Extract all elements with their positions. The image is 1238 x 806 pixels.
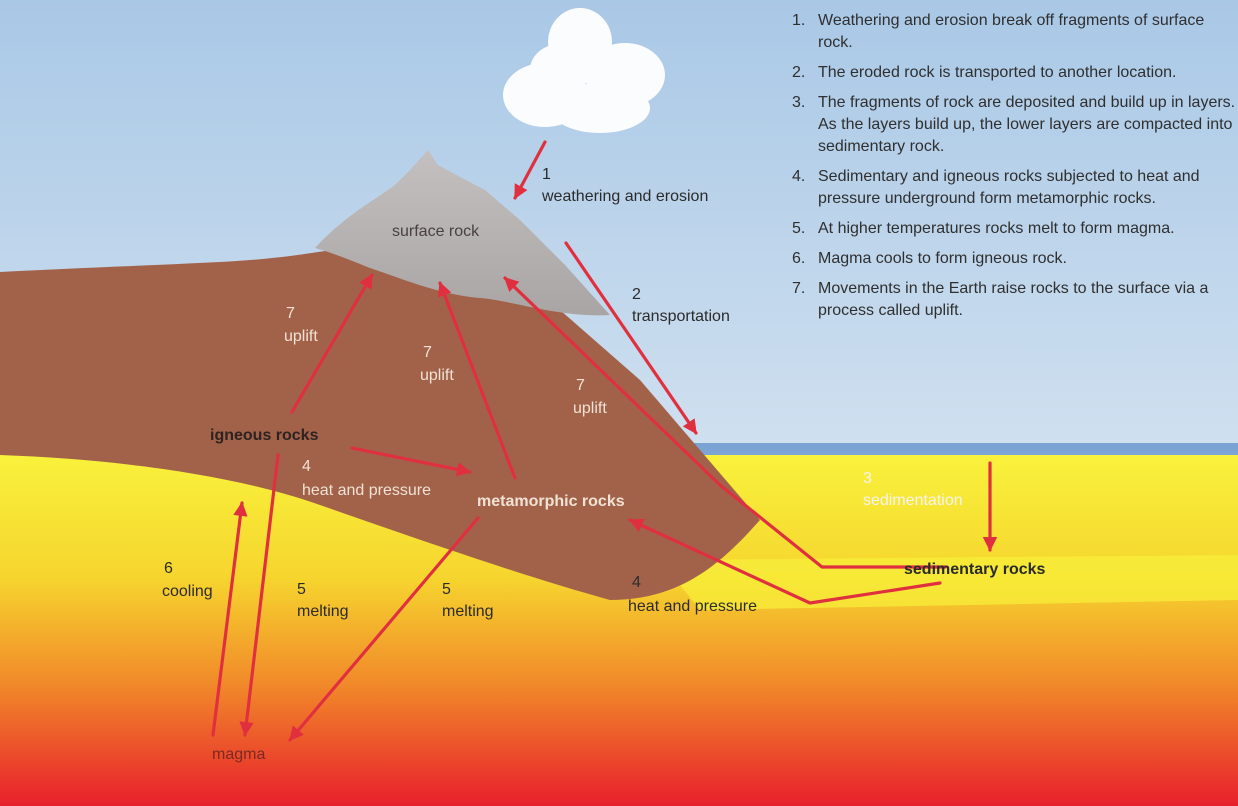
step2-label: transportation [632,308,730,325]
step1-label: weathering and erosion [542,188,709,205]
melting-b-label: melting [442,603,494,620]
legend-item: 7.Movements in the Earth raise rocks to … [792,280,1209,319]
arrow-igneous-to-metamorphic [350,446,472,477]
uplift-b-label: uplift [420,367,454,384]
step2-number: 2 [632,286,641,303]
arrow-sedimentary-to-metamorphic [628,518,942,605]
legend-item: 3.The fragments of rock are deposited an… [792,94,1236,155]
uplift-c-label: uplift [573,400,607,417]
surface-rock-label: surface rock [392,223,480,240]
uplift-a-label: uplift [284,328,318,345]
cooling-number: 6 [164,560,173,577]
arrow-uplift-metamorphic [437,281,517,480]
arrow-weathering [513,140,547,200]
step1-number: 1 [542,166,551,183]
sedimentary-rocks-label: sedimentary rocks [904,561,1046,578]
legend-list: 1.Weathering and erosion break off fragm… [788,10,1236,330]
cycle-arrows [211,140,998,742]
metamorphic-rocks-label: metamorphic rocks [477,493,625,510]
arrow-cooling [211,501,248,737]
uplift-a-number: 7 [286,305,295,322]
igneous-rocks-label: igneous rocks [210,427,319,444]
legend-item: 6.Magma cools to form igneous rock. [792,250,1067,267]
arrow-uplift-sedimentary [503,276,947,569]
uplift-b-number: 7 [423,344,432,361]
step3-number: 3 [863,470,872,487]
arrow-transportation [564,241,698,435]
uplift-c-number: 7 [576,377,585,394]
melting-a-label: melting [297,603,349,620]
melting-b-number: 5 [442,581,451,598]
crust [0,248,760,600]
cloud-icon [503,8,665,133]
arrow-melting-igneous [239,453,280,737]
arrow-uplift-igneous [290,273,374,414]
legend-item: 4.Sedimentary and igneous rocks subjecte… [792,168,1200,207]
cooling-label: cooling [162,583,213,600]
legend-item: 1.Weathering and erosion break off fragm… [792,12,1205,51]
heat-pressure-a-label: heat and pressure [302,482,431,499]
heat-pressure-a-number: 4 [302,458,311,475]
arrow-melting-metamorphic [288,516,480,742]
heat-pressure-b-label: heat and pressure [628,598,757,615]
step3-label: sedimentation [863,492,963,509]
melting-a-number: 5 [297,581,306,598]
legend-item: 2.The eroded rock is transported to anot… [792,64,1177,81]
legend-item: 5.At higher temperatures rocks melt to f… [792,220,1175,237]
surface-rock [315,150,610,316]
heat-pressure-b-number: 4 [632,574,641,591]
magma-label: magma [212,746,266,763]
